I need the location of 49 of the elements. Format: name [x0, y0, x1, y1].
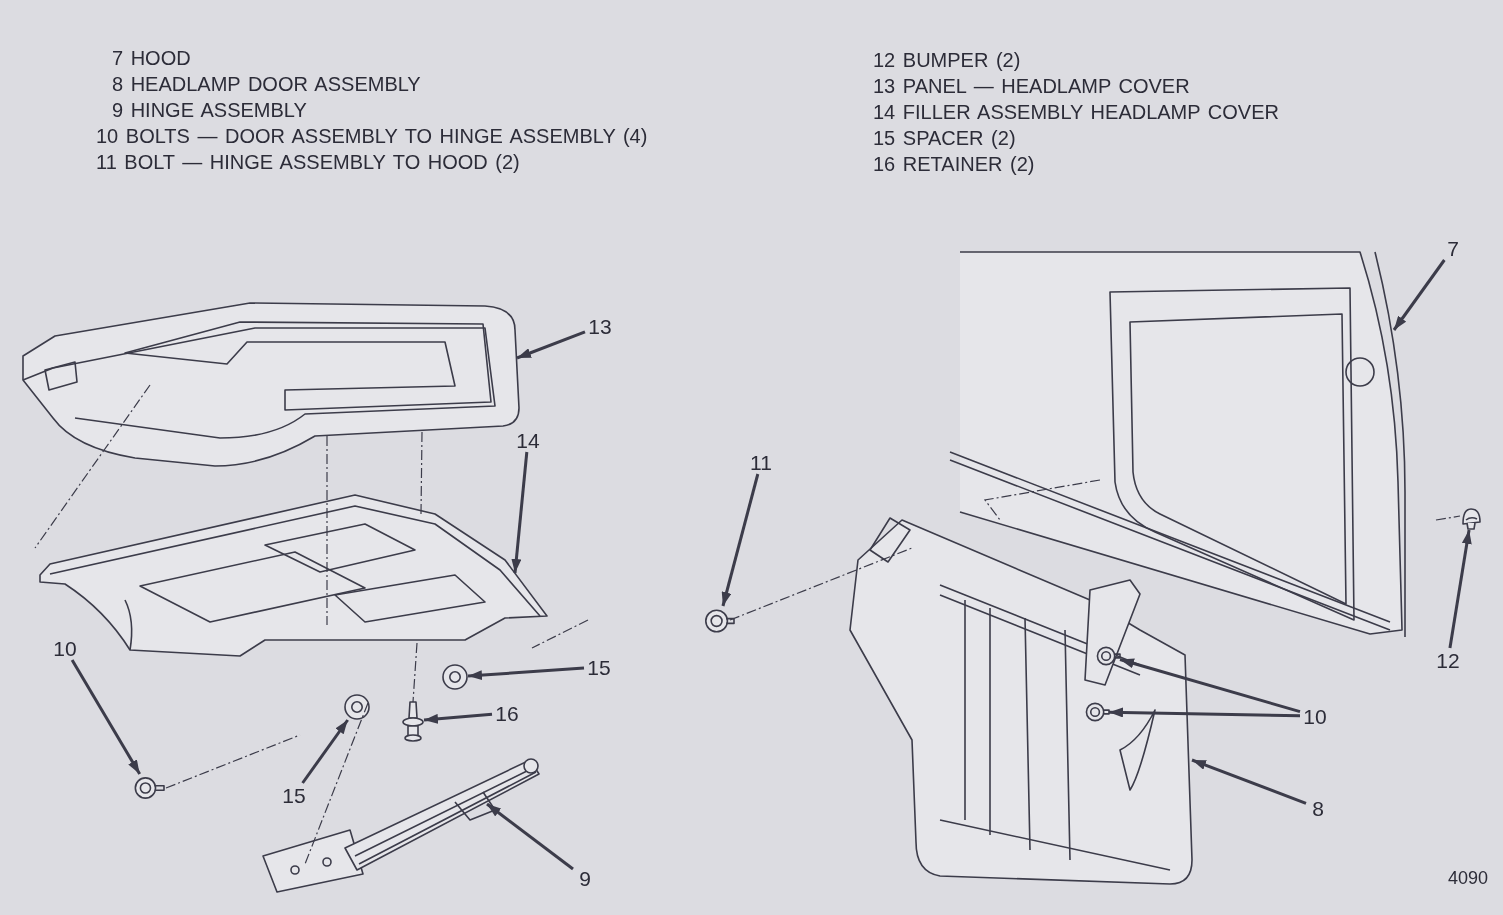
- parts-list-entry: 13 PANEL — HEADLAMP COVER: [873, 74, 1190, 98]
- alignment-line: [304, 702, 369, 865]
- leader-arrow: [1191, 758, 1307, 805]
- leader-arrow: [1448, 529, 1472, 649]
- callout-number: 15: [279, 783, 309, 807]
- callout-number: 13: [585, 314, 615, 338]
- leader-arrow: [467, 666, 585, 681]
- parts-list-entry: 16 RETAINER (2): [873, 152, 1035, 176]
- bolt-drawing: [704, 606, 734, 636]
- parts-list-entry: 7 HOOD: [112, 46, 191, 70]
- callout-number: 10: [50, 636, 80, 660]
- alignment-line: [326, 435, 328, 626]
- bolt-drawing: [132, 774, 164, 802]
- callout-number: 8: [1306, 796, 1330, 820]
- parts-list-entry: 15 SPACER (2): [873, 126, 1016, 150]
- leader-arrow: [486, 802, 574, 871]
- alignment-line: [420, 431, 423, 515]
- leader-arrow: [423, 712, 493, 724]
- leader-arrow: [511, 451, 529, 574]
- hood-drawing: [950, 252, 1405, 637]
- callout-number: 12: [1436, 648, 1460, 672]
- spacer-drawing: [344, 694, 370, 720]
- alignment-line: [412, 642, 418, 703]
- leader-arrow: [1108, 707, 1301, 718]
- callout-number: 15: [584, 655, 614, 679]
- parts-list-entry: 10 BOLTS — DOOR ASSEMBLY TO HINGE ASSEMBLY (4): [96, 124, 648, 148]
- callout-number: 16: [492, 701, 522, 725]
- parts-list-entry: 9 HINGE ASSEMBLY: [112, 98, 307, 122]
- callout-number: 14: [513, 428, 543, 452]
- bumper-drawing: [1460, 506, 1482, 530]
- figure-number: 4090: [1448, 867, 1489, 890]
- parts-list-entry: 14 FILLER ASSEMBLY HEADLAMP COVER: [873, 100, 1279, 124]
- parts-list-entry: 8 HEADLAMP DOOR ASSEMBLY: [112, 72, 421, 96]
- parts-list-entry: 11 BOLT — HINGE ASSEMBLY TO HOOD (2): [96, 150, 520, 174]
- leader-arrow: [1119, 658, 1301, 714]
- retainer-drawing: [402, 700, 424, 742]
- callout-number: 9: [573, 866, 597, 890]
- bolt-drawing: [1085, 700, 1109, 724]
- leader-arrow: [301, 719, 349, 784]
- callout-number: 10: [1300, 704, 1330, 728]
- leader-arrow: [70, 659, 141, 775]
- callout-number: 7: [1442, 236, 1464, 260]
- spacer-drawing: [442, 664, 468, 690]
- leader-arrow: [516, 330, 586, 360]
- callout-number: 11: [746, 450, 776, 474]
- parts-list-entry: 12 BUMPER (2): [873, 48, 1021, 72]
- leader-arrow: [1392, 259, 1446, 331]
- leader-arrow: [721, 473, 760, 607]
- bolt-drawing: [1096, 644, 1120, 668]
